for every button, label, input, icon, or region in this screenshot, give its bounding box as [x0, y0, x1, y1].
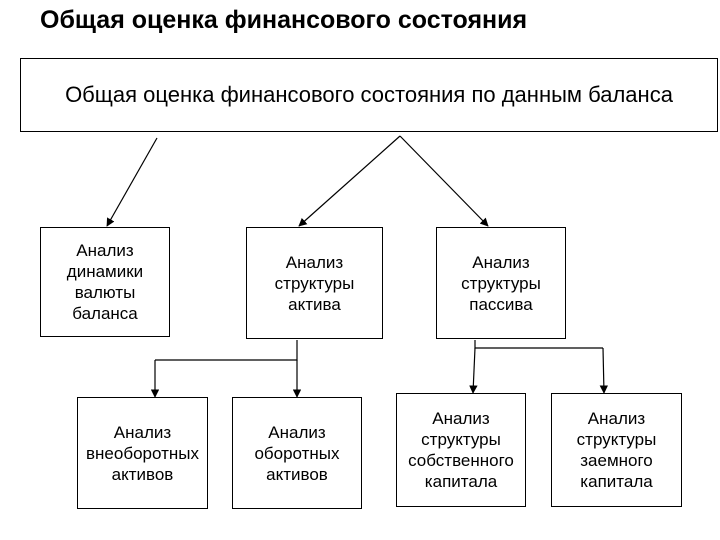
connector-liabilities-branch [474, 340, 603, 349]
box-balance-dynamics-label: Анализ динамики валюты баланса [66, 241, 144, 323]
box-liability-structure: Анализ структуры пассива [436, 227, 566, 339]
box-equity-structure-label: Анализ структуры собственного капитала [408, 409, 514, 491]
box-debt-structure-label: Анализ структуры заемного капитала [576, 409, 657, 491]
box-asset-structure: Анализ структуры актива [246, 227, 383, 339]
box-balance-dynamics: Анализ динамики валюты баланса [40, 227, 170, 337]
page-title: Общая оценка финансового состояния [40, 6, 528, 34]
box-debt-structure: Анализ структуры заемного капитала [551, 393, 682, 507]
box-liability-structure-label: Анализ структуры пассива [461, 252, 541, 314]
box-noncurrent-assets-label: Анализ внеоборотных активов [86, 422, 199, 484]
arrow-root-to-liabilities [399, 135, 489, 227]
arrow-root-to-assets [298, 135, 401, 227]
arrow-to-equity [469, 347, 478, 394]
connector-assets-branch [155, 340, 298, 361]
arrow-to-debt [599, 347, 609, 394]
box-current-assets: Анализ оборотных активов [232, 397, 362, 509]
box-equity-structure: Анализ структуры собственного капитала [396, 393, 526, 507]
root-box: Общая оценка финансового состояния по да… [20, 58, 718, 132]
box-current-assets-label: Анализ оборотных активов [254, 422, 340, 484]
root-box-label: Общая оценка финансового состояния по да… [65, 82, 673, 107]
arrow-root-to-dynamics [106, 137, 158, 227]
box-asset-structure-label: Анализ структуры актива [274, 252, 355, 314]
box-noncurrent-assets: Анализ внеоборотных активов [77, 397, 208, 509]
